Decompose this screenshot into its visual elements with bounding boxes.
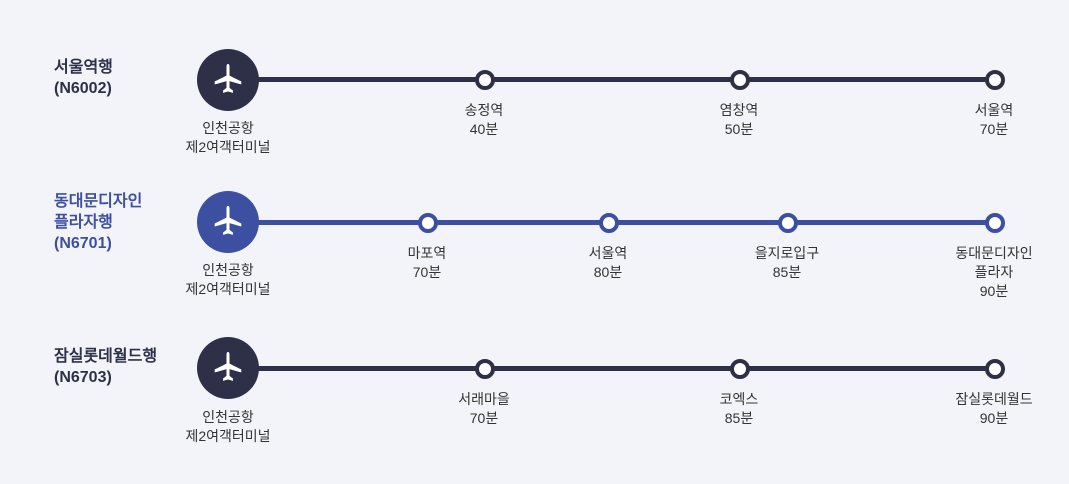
stop-time: 70분 — [412, 264, 442, 280]
stop-name: 잠실롯데월드 — [955, 391, 1033, 407]
route-line — [228, 77, 996, 82]
stop-time: 85분 — [724, 410, 754, 426]
stop-name: 동대문디자인 플라자 — [955, 245, 1033, 280]
origin-label: 인천공항 제2여객터미널 — [185, 120, 271, 155]
stop-name: 서래마을 — [458, 391, 510, 407]
stop-dot — [985, 359, 1005, 379]
stop-dot — [985, 70, 1005, 90]
stop-name: 송정역 — [464, 102, 504, 118]
stop-time: 90분 — [979, 283, 1009, 299]
airport-origin-marker — [197, 49, 259, 111]
stop-label: 서울역 80분 — [538, 244, 678, 282]
stop-name: 서울역 — [588, 245, 628, 261]
stop-time: 90분 — [979, 410, 1009, 426]
stop-label: 염창역 50분 — [669, 101, 809, 139]
stop-label: 잠실롯데월드 90분 — [924, 390, 1064, 428]
route-line — [228, 366, 996, 371]
airplane-icon — [214, 63, 242, 93]
stop-dot — [418, 213, 438, 233]
stop-label: 을지로입구 85분 — [717, 244, 857, 282]
airplane-icon — [214, 351, 242, 381]
stop-time: 50분 — [724, 121, 754, 137]
stop-time: 70분 — [469, 410, 499, 426]
stop-dot — [730, 359, 750, 379]
stop-time: 70분 — [979, 121, 1009, 137]
stop-name: 마포역 — [407, 245, 447, 261]
stop-label: 코엑스 85분 — [669, 390, 809, 428]
stop-dot — [778, 213, 798, 233]
stop-name: 을지로입구 — [754, 245, 820, 261]
stop-dot — [475, 359, 495, 379]
airport-origin-marker — [197, 191, 259, 253]
stop-dot — [475, 70, 495, 90]
route-title: 동대문디자인 플라자행 (N6701) — [54, 193, 143, 252]
stop-dot — [599, 213, 619, 233]
stop-name: 코엑스 — [719, 391, 759, 407]
airplane-icon — [214, 205, 242, 235]
stop-dot — [985, 213, 1005, 233]
origin-label: 인천공항 제2여객터미널 — [185, 262, 271, 297]
airport-origin-marker — [197, 337, 259, 399]
stop-label: 마포역 70분 — [357, 244, 497, 282]
stop-label: 송정역 40분 — [414, 101, 554, 139]
stop-time: 85분 — [772, 264, 802, 280]
stop-time: 40분 — [469, 121, 499, 137]
stop-time: 80분 — [593, 264, 623, 280]
stop-label: 서울역 70분 — [924, 101, 1064, 139]
stop-label: 동대문디자인 플라자 90분 — [924, 244, 1064, 301]
stop-label: 서래마을 70분 — [414, 390, 554, 428]
stop-name: 서울역 — [974, 102, 1014, 118]
route-title: 서울역행 (N6002) — [54, 59, 113, 97]
stop-dot — [730, 70, 750, 90]
stop-name: 염창역 — [719, 102, 759, 118]
origin-label: 인천공항 제2여객터미널 — [185, 409, 271, 444]
route-title: 잠실롯데월드행 (N6703) — [54, 348, 158, 386]
